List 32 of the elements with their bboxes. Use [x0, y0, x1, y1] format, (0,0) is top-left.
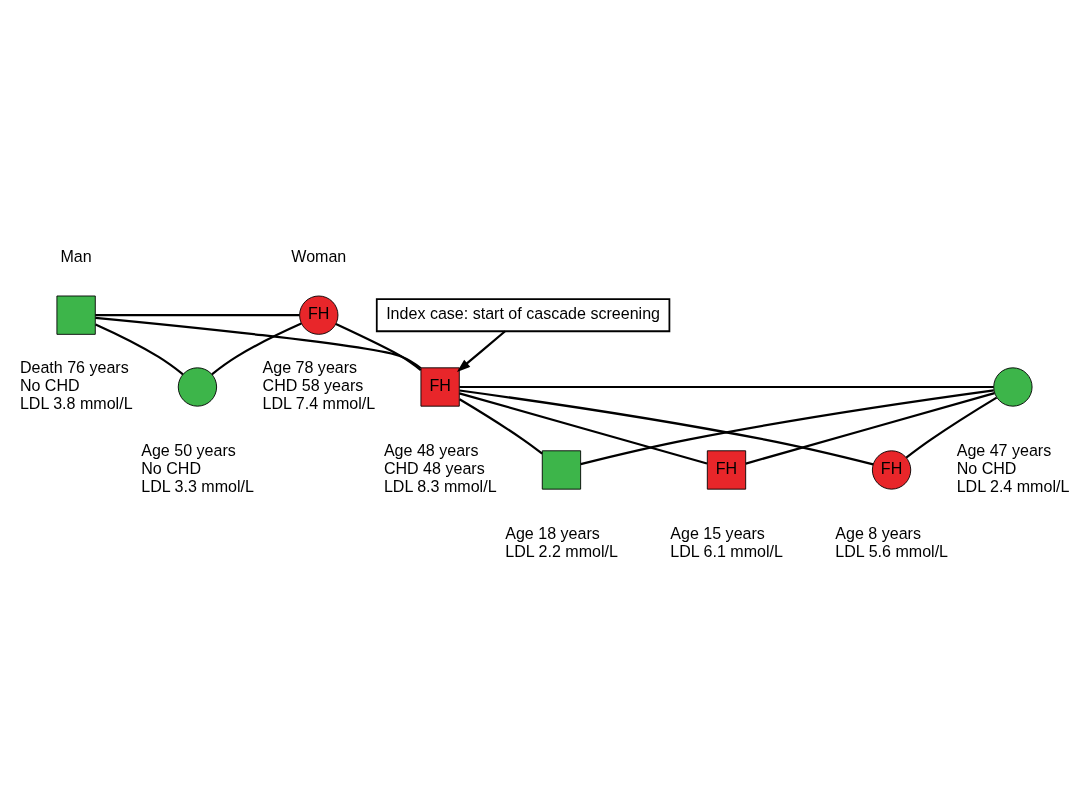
- connector: [745, 392, 995, 465]
- connector: [95, 323, 184, 376]
- connector: [95, 314, 300, 317]
- node-label: Death 76 years No CHD LDL 3.8 mmol/L: [19, 358, 133, 412]
- connector: [459, 389, 874, 466]
- connector: [580, 389, 994, 466]
- node-label: Age 18 years LDL 2.2 mmol/L: [505, 524, 618, 560]
- node-box: [541, 450, 582, 490]
- connector: [459, 392, 708, 465]
- node-circle: [177, 367, 218, 407]
- node-box: [56, 295, 96, 335]
- node-label: Woman: [291, 246, 347, 265]
- node-box: FH: [420, 367, 460, 407]
- node-label: Age 78 years CHD 58 years LDL 7.4 mmol/L: [262, 358, 376, 412]
- node-label: Age 15 years LDL 6.1 mmol/L: [670, 524, 783, 560]
- connector: [459, 398, 543, 455]
- node-circle: FH: [299, 295, 339, 335]
- arrow: [456, 330, 506, 372]
- node-box: FH: [706, 450, 747, 490]
- node-circle: FH: [871, 450, 912, 490]
- node-label: Age 8 years LDL 5.6 mmol/L: [835, 524, 949, 560]
- node-label: Age 47 years No CHD LDL 2.4 mmol/L: [956, 441, 1070, 495]
- connector: [95, 316, 422, 369]
- node-label: Man: [60, 246, 92, 265]
- connector: [905, 396, 998, 459]
- node-circle: [993, 367, 1033, 407]
- connector: [211, 322, 302, 376]
- connector: [459, 385, 994, 389]
- connector: [335, 322, 422, 371]
- node-label: Age 50 years No CHD LDL 3.3 mmol/L: [141, 441, 254, 495]
- node-box: Index case: start of cascade screening: [375, 298, 671, 333]
- node-label: Age 48 years CHD 48 years LDL 8.3 mmol/L: [383, 441, 497, 495]
